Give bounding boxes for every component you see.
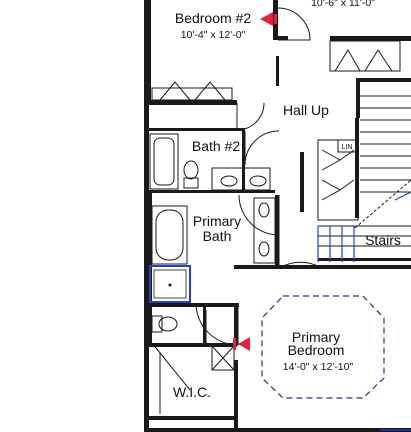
walls (144, 0, 411, 432)
primary-bedroom-label-line2: Bedroom (288, 342, 345, 358)
tray-ceiling (261, 295, 385, 399)
primary-bedroom-size: 14'-0" x 12'-10" (283, 361, 354, 373)
toilet-icon (183, 160, 199, 189)
bathtub-icon (151, 205, 188, 265)
primary-bath-label-line2: Bath (203, 228, 232, 244)
primary-bath-label-line1: Primary (193, 213, 241, 229)
sink-icon (211, 167, 271, 191)
closet-icon (317, 139, 359, 221)
bathtub-icon (149, 133, 179, 190)
wic-label: W.I.C. (173, 384, 211, 400)
bath2-label: Bath #2 (192, 138, 240, 154)
closet-icon (151, 40, 401, 101)
smoke-detector-icon (260, 12, 277, 26)
smoke-detector-icon (233, 337, 250, 351)
sink-icon (253, 197, 276, 264)
door-swing-icon (151, 7, 323, 391)
stairs (318, 95, 411, 247)
shower-icon (149, 265, 191, 303)
closet-icon (159, 345, 235, 414)
bedroom2-label: Bedroom #2 (175, 10, 251, 26)
stair-rails (317, 191, 411, 431)
primary-bedroom-label-line1: Primary (292, 329, 340, 345)
toilet-icon (151, 315, 178, 333)
linen-label: LIN (342, 144, 353, 151)
hall-label: Hall Up (283, 102, 329, 118)
neighbor-room-size: 10'-6" x 11'-0" (311, 0, 375, 9)
stairs-label: Stairs (365, 232, 401, 248)
bedroom2-size: 10'-4" x 12'-0" (181, 29, 246, 41)
